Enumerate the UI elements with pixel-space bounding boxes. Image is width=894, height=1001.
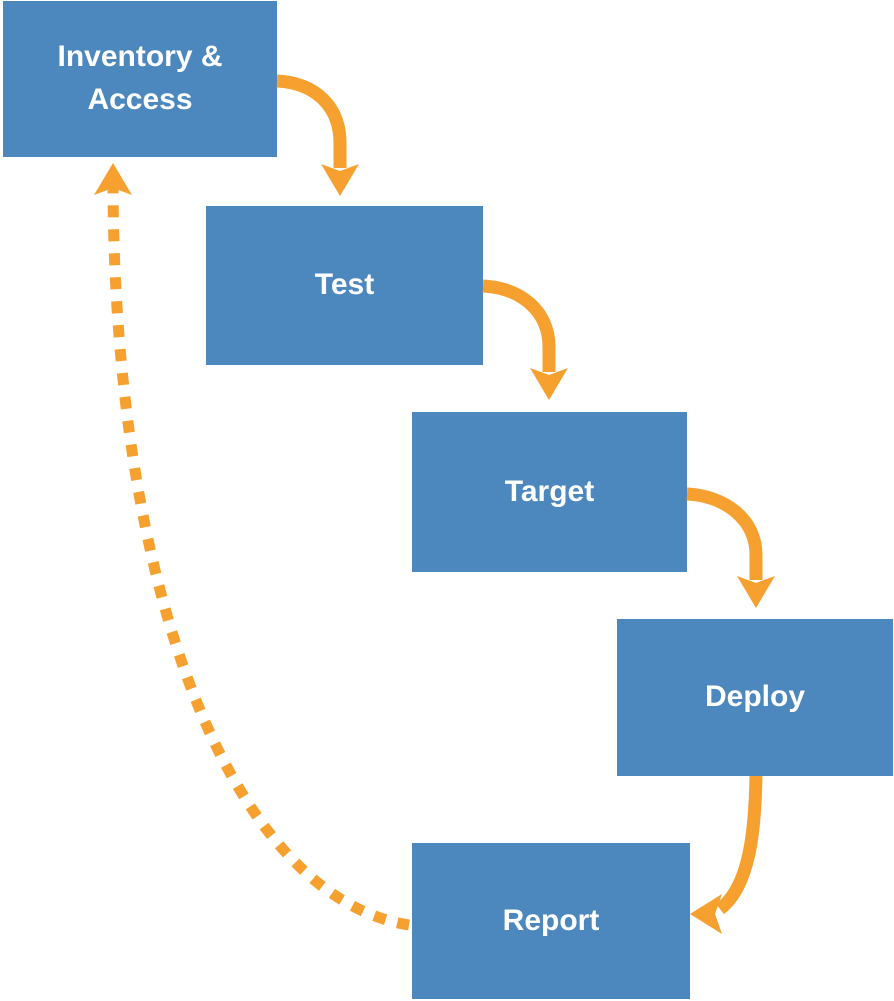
node-inventory-access: Inventory & Access <box>3 1 277 157</box>
arrow-shaft <box>686 487 763 580</box>
arrow-test-to-target <box>482 279 568 400</box>
arrow-shaft <box>276 74 347 168</box>
node-target: Target <box>412 412 687 572</box>
node-inventory-access-label: Inventory & Access <box>57 40 223 116</box>
arrowhead-down-icon <box>530 368 568 400</box>
arrow-shaft <box>715 775 763 915</box>
node-test: Test <box>206 206 483 365</box>
node-target-label: Target <box>504 474 595 508</box>
arrowhead-down-icon <box>737 576 775 608</box>
node-deploy: Deploy <box>617 619 893 776</box>
arrow-inventory-to-test <box>276 74 359 196</box>
node-report-label: Report <box>502 903 600 937</box>
node-deploy-label: Deploy <box>704 680 806 714</box>
arrowhead-left-icon <box>690 894 722 934</box>
arrow-target-to-deploy <box>686 487 775 608</box>
arrowhead-up-icon <box>94 163 132 195</box>
arrow-shaft <box>482 279 556 372</box>
arrowhead-down-icon <box>321 164 359 196</box>
arrow-deploy-to-report <box>690 775 763 934</box>
node-test-label: Test <box>314 268 375 302</box>
node-report: Report <box>412 843 690 999</box>
